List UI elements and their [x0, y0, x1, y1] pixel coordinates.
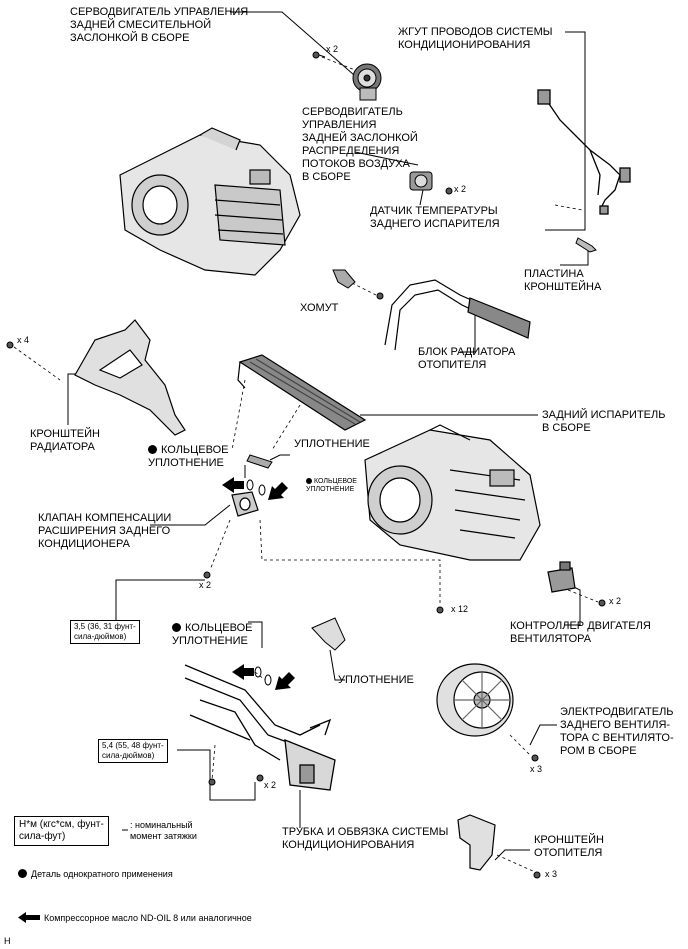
- heater-core-part: [384, 279, 531, 351]
- o-ring-parts: [246, 479, 272, 686]
- screw: [203, 571, 211, 579]
- legend-torque-desc: : номинальный момент затяжки: [130, 820, 197, 841]
- qty-radiator-bracket: x 4: [17, 335, 30, 345]
- leader-heater-bracket: [494, 849, 530, 861]
- qty-valve: x 2: [199, 580, 212, 590]
- gasket-top-part: [246, 454, 273, 469]
- screw: [436, 606, 444, 614]
- ac-tube-part: [184, 664, 336, 791]
- radiator-bracket-part: [74, 319, 186, 436]
- leader-bracket-plate: [560, 245, 589, 266]
- dash-heater-bracket: [496, 854, 536, 873]
- label-gasket-top: УПЛОТНЕНИЕ: [294, 438, 370, 450]
- screw: [531, 754, 539, 762]
- leader-o-ring-2: [248, 621, 263, 648]
- label-expansion-valve: КЛАПАН КОМПЕНСАЦИИ РАСШИРЕНИЯ ЗАДНЕГО КО…: [38, 512, 172, 550]
- dash-valve-tube: [259, 519, 441, 605]
- screw: [376, 292, 384, 300]
- blower-case: [364, 424, 541, 561]
- dash-valve-down: [209, 519, 231, 571]
- qty-heater-bracket: x 3: [545, 869, 558, 879]
- label-o-ring-small: КОЛЬЦЕВОЕ УПЛОТНЕНИЕ: [306, 478, 357, 493]
- label-evap-temp-sensor: ДАТЧИК ТЕМПЕРАТУРЫ ЗАДНЕГО ИСПАРИТЕЛЯ: [370, 205, 500, 230]
- non-reusable-dot: [148, 445, 157, 454]
- legend-non-reusable: Деталь однократного применения: [18, 869, 173, 880]
- label-o-ring-1: КОЛЬЦЕВОЕ УПЛОТНЕНИЕ: [148, 444, 229, 469]
- bracket-plate-part: [575, 237, 597, 253]
- gasket-bottom-part: [311, 617, 346, 651]
- label-o-ring-2: КОЛЬЦЕВОЕ УПЛОТНЕНИЕ: [172, 622, 253, 647]
- controller-part: [547, 561, 576, 593]
- label-blower-controller: КОНТРОЛЛЕР ДВИГАТЕЛЯ ВЕНТИЛЯТОРА: [510, 620, 651, 645]
- dash-radiator-bracket: [13, 346, 61, 381]
- dash-mix-servo: [321, 56, 356, 71]
- non-reusable-dot: [172, 623, 181, 632]
- oil-arrows: [222, 477, 295, 690]
- expansion-valve-part: [231, 491, 259, 517]
- leader-temp-sensor: [419, 189, 424, 206]
- dash-motor: [509, 734, 531, 756]
- leader-controller: [564, 584, 581, 626]
- dash-bracket-plate: [554, 204, 583, 211]
- leader-torque-tube: [177, 749, 256, 801]
- dash-evap-left: [231, 379, 246, 451]
- label-ac-tube: ТРУБКА И ОБВЯЗКА СИСТЕМЫ КОНДИЦИОНИРОВАН…: [282, 826, 449, 851]
- qty-motor: x 3: [530, 764, 543, 774]
- evaporator-part: [237, 354, 367, 431]
- label-heater-bracket: КРОНШТЕЙН ОТОПИТЕЛЯ: [534, 834, 604, 859]
- label-blower-motor: ЭЛЕКТРОДВИГАТЕЛЬ ЗАДНЕГО ВЕНТИЛЯ- ТОРА С…: [560, 706, 674, 757]
- screw: [598, 599, 606, 607]
- dash-evap-right: [271, 404, 301, 451]
- leader-radiator-bracket: [67, 373, 90, 425]
- leader-gasket-top: [269, 454, 290, 461]
- upper-air-case: [119, 127, 301, 276]
- wire-harness-part: [537, 89, 631, 215]
- screw: [6, 341, 14, 349]
- leader-heater-core: [460, 308, 476, 353]
- dash-tube-bolts: [211, 744, 216, 781]
- corner-mark: H: [4, 936, 11, 946]
- qty-case: x 12: [451, 604, 469, 614]
- label-gasket-bottom: УПЛОТНЕНИЕ: [338, 674, 414, 686]
- label-clamp: ХОМУТ: [300, 302, 339, 314]
- screw: [533, 871, 541, 879]
- torque-tube: 5,4 (55, 48 фунт- сила-дюймов): [98, 739, 168, 763]
- qty-controller: x 2: [609, 596, 622, 606]
- label-radiator-bracket: КРОНШТЕЙН РАДИАТОРА: [30, 428, 100, 453]
- label-ac-harness: ЖГУТ ПРОВОДОВ СИСТЕМЫ КОНДИЦИОНИРОВАНИЯ: [398, 26, 553, 51]
- torque-valve: 3,5 (36, 31 фунт- сила-дюймов): [70, 620, 140, 644]
- screw: [208, 774, 264, 786]
- legend-torque-unit: Н*м (кгс*см, фунт- сила-фут): [14, 816, 109, 846]
- label-heater-core: БЛОК РАДИАТОРА ОТОПИТЕЛЯ: [418, 346, 516, 371]
- dash-clamp: [351, 282, 377, 296]
- label-mode-servo: СЕРВОДВИГАТЕЛЬ УПРАВЛЕНИЯ ЗАДНЕЙ ЗАСЛОНК…: [302, 106, 418, 183]
- oil-arrow-icon: [18, 912, 40, 923]
- blower-motor-part: [436, 663, 514, 737]
- mix-servo-part: [352, 63, 382, 101]
- label-mix-servo: СЕРВОДВИГАТЕЛЬ УПРАВЛЕНИЯ ЗАДНЕЙ СМЕСИТЕ…: [70, 6, 249, 44]
- qty-mix-servo: x 2: [326, 44, 339, 54]
- mode-servo-part: [409, 171, 433, 191]
- leader-mix-servo: [230, 11, 363, 83]
- leader-blower: [529, 724, 557, 746]
- dash-controller: [567, 589, 599, 603]
- qty-mode-servo: x 2: [454, 184, 467, 194]
- label-rear-evaporator: ЗАДНИЙ ИСПАРИТЕЛЬ В СБОРЕ: [542, 409, 666, 434]
- legend-compressor-oil: Компрессорное масло ND-OIL 8 или аналоги…: [18, 912, 252, 924]
- non-reusable-dot: [18, 869, 27, 878]
- clamp-part: [332, 269, 356, 289]
- screw: [312, 51, 326, 59]
- leader-gasket-bottom: [329, 649, 345, 681]
- label-bracket-plate: ПЛАСТИНА КРОНШТЕЙНА: [524, 268, 602, 293]
- leader-mode-servo: [354, 151, 419, 166]
- leader-torque-valve: [115, 579, 205, 622]
- heater-bracket-part: [457, 814, 496, 871]
- leader-valve: [150, 504, 231, 526]
- non-reusable-dot: [306, 478, 312, 484]
- screw: [445, 187, 453, 195]
- qty-tube: x 2: [264, 780, 277, 790]
- leader-harness: [545, 31, 586, 231]
